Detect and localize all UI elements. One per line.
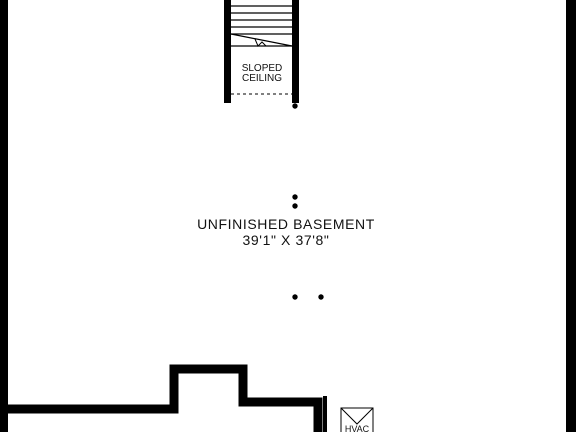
sloped-label-line1: SLOPED [242, 63, 283, 74]
support-post-icon [292, 203, 298, 209]
support-post-icon [292, 294, 298, 300]
stair-treads-icon [230, 5, 293, 47]
support-posts [292, 103, 324, 300]
staircase: SLOPED CEILING [224, 0, 299, 103]
room-name: UNFINISHED BASEMENT [197, 216, 375, 232]
hvac-label: HVAC [345, 424, 370, 432]
support-post-icon [292, 103, 298, 109]
hvac-icon [340, 407, 374, 432]
sloped-label-line2: CEILING [242, 73, 282, 84]
support-post-icon [292, 194, 298, 200]
bottom-wall [8, 364, 323, 432]
stair-handrail-icon [254, 38, 267, 47]
stair-wall-right [292, 0, 299, 103]
left-wall [0, 0, 8, 432]
right-wall [566, 0, 576, 432]
hvac-unit: HVAC [340, 407, 374, 432]
support-post-icon [318, 294, 324, 300]
stair-wall-left [224, 0, 231, 103]
room-dimensions: 39'1" X 37'8" [243, 232, 330, 248]
